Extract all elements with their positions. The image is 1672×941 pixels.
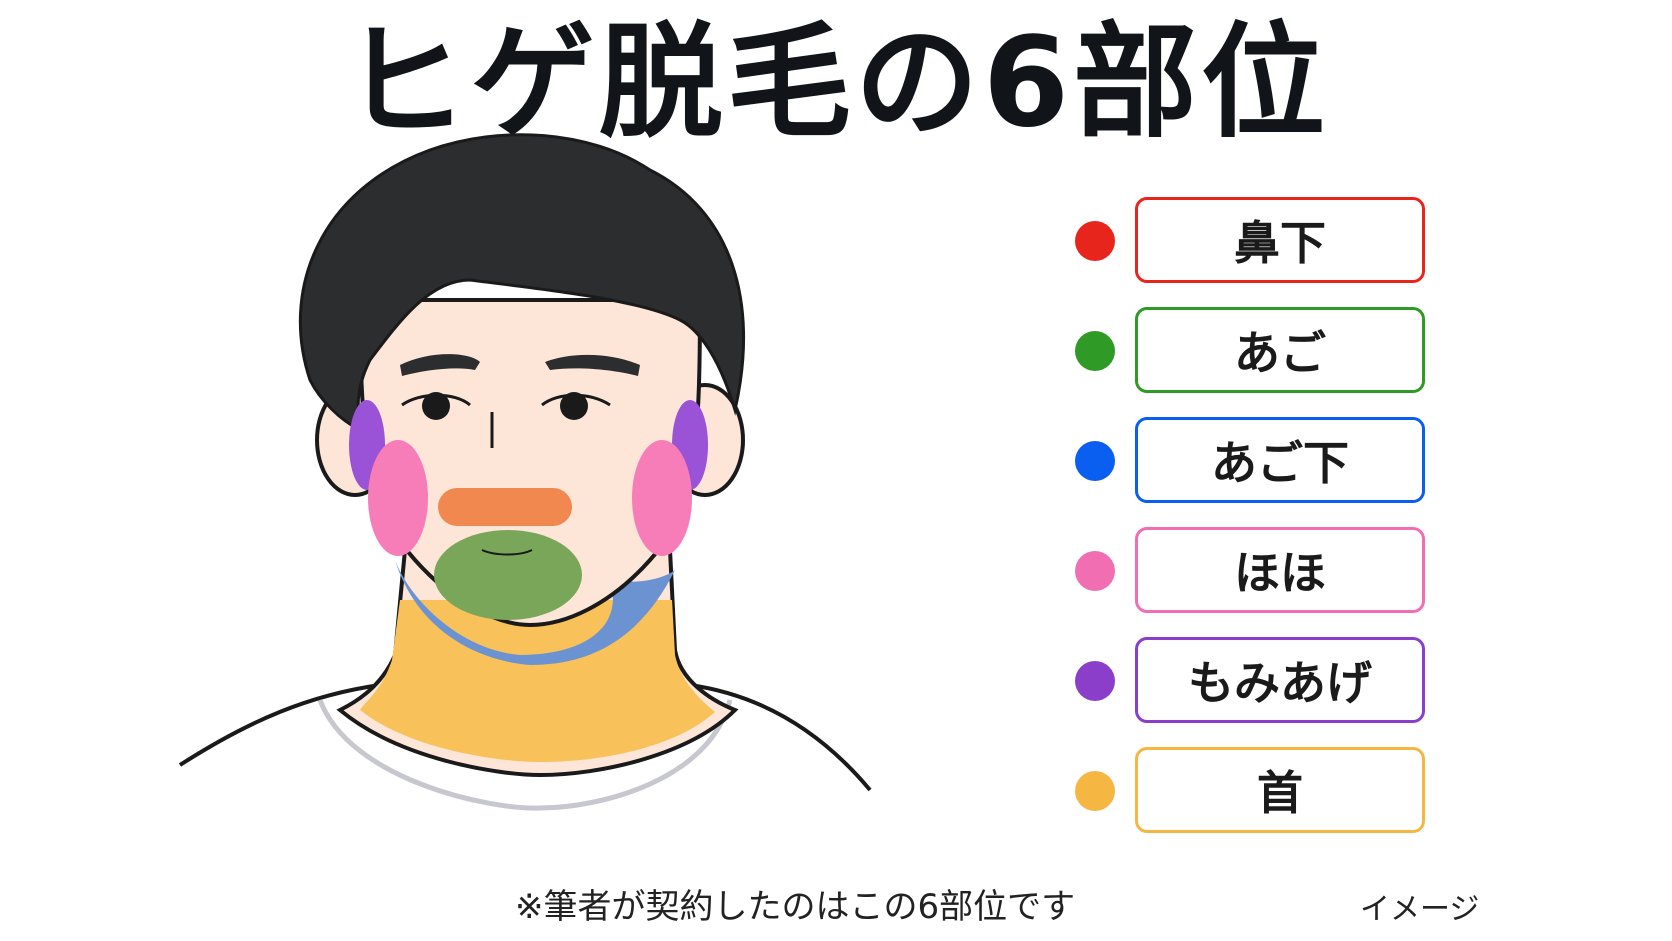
- legend-label: あご下: [1211, 436, 1349, 490]
- legend-label-box: ほほ: [1135, 527, 1425, 613]
- left-eye: [422, 392, 450, 420]
- legend-label: ほほ: [1234, 546, 1326, 600]
- legend-label-box: 鼻下: [1135, 197, 1425, 283]
- shirt-collar: [317, 699, 733, 811]
- footnote: ※筆者が契約したのはこの6部位です: [515, 887, 1076, 927]
- legend-item-cheeks: ほほ: [1075, 527, 1445, 637]
- legend-label: あご: [1234, 326, 1326, 380]
- right-eyebrow: [545, 354, 640, 376]
- left-cheek-zone: [368, 440, 428, 556]
- left-eyebrow: [400, 354, 480, 376]
- legend-item-neck: 首: [1075, 747, 1445, 857]
- page-title: ヒゲ脱毛の6部位: [342, 11, 1330, 155]
- legend-item-chin: あご: [1075, 307, 1445, 417]
- under-chin-zone: [395, 560, 675, 665]
- mouth: [481, 549, 533, 556]
- right-cheek-zone: [632, 440, 692, 556]
- legend-dot: [1075, 441, 1115, 481]
- legend-dot: [1075, 331, 1115, 371]
- legend-label: 首: [1257, 766, 1303, 820]
- legend-dot: [1075, 771, 1115, 811]
- chin-zone: [434, 530, 582, 620]
- hair: [298, 133, 746, 433]
- legend-dot: [1075, 221, 1115, 261]
- legend-item-sideburns: もみあげ: [1075, 637, 1445, 747]
- legend-dot: [1075, 661, 1115, 701]
- legend-dot: [1075, 551, 1115, 591]
- legend-item-under-chin: あご下: [1075, 417, 1445, 527]
- legend-label-box: あご下: [1135, 417, 1425, 503]
- legend-label: もみあげ: [1188, 656, 1372, 710]
- neck-zone: [360, 600, 715, 762]
- region-legend: 鼻下 あご あご下 ほほ もみあげ 首: [1075, 197, 1445, 857]
- face-illustration: [178, 133, 872, 811]
- nose-under-zone: [438, 488, 572, 526]
- legend-item-nose-under: 鼻下: [1075, 197, 1445, 307]
- legend-label: 鼻下: [1234, 216, 1326, 270]
- legend-label-box: もみあげ: [1135, 637, 1425, 723]
- legend-label-box: 首: [1135, 747, 1425, 833]
- legend-label-box: あご: [1135, 307, 1425, 393]
- image-caption: イメージ: [1360, 892, 1480, 927]
- right-eye: [560, 392, 588, 420]
